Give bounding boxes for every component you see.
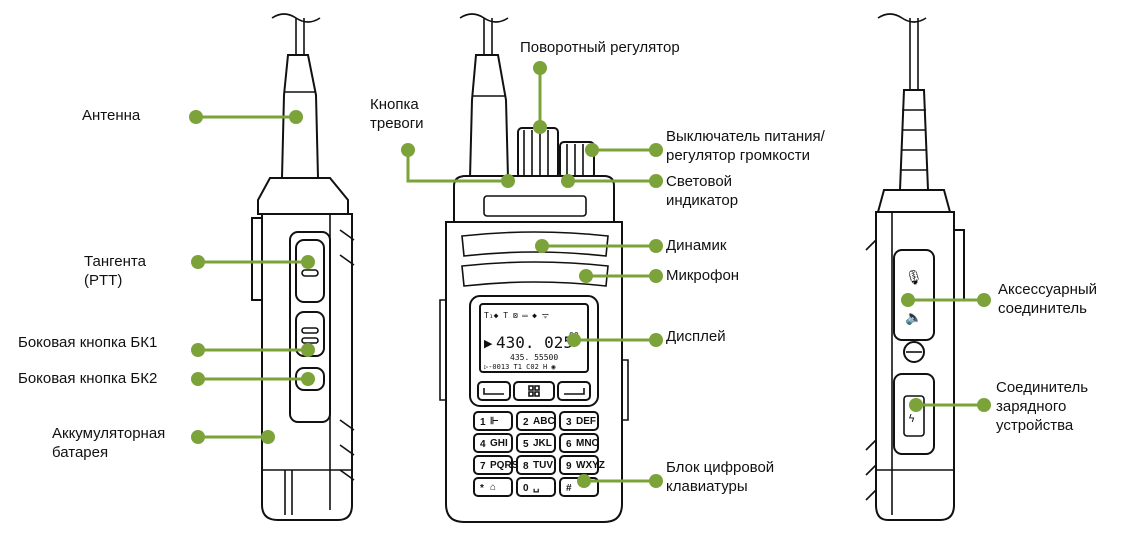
keypad-key-label: 5 (523, 439, 529, 450)
keypad-key-label: 4 (480, 439, 486, 450)
radio-front-view: T₁◆ T ⊠ ▭ ◆ ᯤ ▶ 430. 025 00 435. 55500 ▷… (439, 13, 629, 523)
keypad-key-sublabel: WXYZ (576, 460, 605, 471)
keypad-key-1[interactable] (473, 411, 513, 431)
label-ptt: Тангента (PTT) (84, 252, 146, 290)
label-charger-line2: зарядного (996, 398, 1067, 415)
keypad-key-7[interactable] (473, 455, 513, 475)
keypad-key-label: 8 (523, 461, 529, 472)
keypad-key-sublabel: ␣ (533, 482, 539, 493)
screen-status-row: T₁◆ T ⊠ ▭ ◆ ᯤ (484, 311, 549, 320)
label-side-button-2: Боковая кнопка БК2 (18, 370, 158, 387)
label-battery-line1: Аккумуляторная (52, 425, 166, 442)
label-battery: Аккумуляторная батарея (52, 424, 165, 462)
label-alarm-button: Кнопка тревоги (370, 95, 424, 133)
label-led-indicator: Световой индикатор (666, 172, 738, 210)
screen-sub-frequency: 435. 55500 (510, 353, 558, 362)
keypad-key-sublabel: GHI (490, 438, 508, 449)
label-power-line2: регулятор громкости (666, 147, 811, 164)
label-alarm-line1: Кнопка (370, 96, 419, 113)
microphone-icon: 🎙 (905, 269, 923, 286)
keypad-key-sublabel: ⊩ (490, 416, 499, 427)
keypad-key-4[interactable] (473, 433, 513, 453)
label-accessory-connector: Аксессуарный соединитель (998, 280, 1097, 318)
keypad-key-label: 2 (523, 417, 529, 428)
keypad-key-sublabel: JKL (533, 438, 552, 449)
keypad-key-sublabel: TUV (533, 460, 553, 471)
radio-side-view-left (251, 13, 355, 521)
label-antenna: Антенна (82, 107, 141, 124)
label-led-line2: индикатор (666, 192, 739, 209)
softkey-right[interactable] (557, 381, 591, 401)
label-led-line1: Световой (666, 173, 733, 190)
keypad-key-9[interactable] (559, 455, 599, 475)
keypad-key-label: 0 (523, 483, 529, 494)
speaker-icon: 🔈 (905, 310, 922, 326)
keypad-key-star[interactable] (473, 477, 513, 497)
label-ptt-line1: Тангента (84, 253, 146, 270)
label-power-line1: Выключатель питания/ (666, 128, 825, 145)
label-charger-line1: Соединитель (996, 379, 1089, 396)
callout-lines (189, 61, 991, 488)
lightning-icon: ϟ (908, 412, 915, 425)
label-power-volume: Выключатель питания/ регулятор громкости (666, 127, 825, 165)
keypad-key-label: 1 (480, 417, 486, 428)
label-charger-line3: устройства (996, 417, 1074, 434)
label-keypad-line2: клавиатуры (666, 478, 748, 495)
svg-text:▶: ▶ (484, 337, 493, 350)
label-microphone: Микрофон (666, 267, 740, 284)
antenna-right (898, 89, 930, 191)
label-speaker: Динамик (666, 237, 727, 254)
keypad-key-label: 9 (566, 461, 572, 472)
keypad-key-sublabel: ABC (533, 416, 555, 427)
keypad-key-8[interactable] (516, 455, 556, 475)
ptt-button[interactable] (295, 239, 325, 303)
screen-bottom-row: ▷-0013 T1 C02 H ◉ (484, 363, 556, 371)
label-accessory-line2: соединитель (998, 300, 1087, 317)
menu-key[interactable] (513, 381, 555, 401)
label-accessory-line1: Аксессуарный (998, 281, 1098, 298)
antenna-collar (257, 177, 349, 215)
accessory-connector-cover[interactable] (893, 249, 935, 341)
keypad-key-5[interactable] (516, 433, 556, 453)
keypad-key-label: 6 (566, 439, 572, 450)
keypad-key-sublabel: PQRS (490, 460, 519, 471)
keypad-key-6[interactable] (559, 433, 599, 453)
keypad: 1 ⊩ 2 ABC 3 DEF 4 GHI 5 JKL 6 MNO 7 PQRS 8 TUV 9 WXYZ * ⌂ 0 ␣… (473, 411, 605, 497)
radio-side-view-right: 🎙 🔈 ϟ (865, 13, 965, 521)
label-keypad-line1: Блок цифровой (666, 459, 775, 476)
softkey-left[interactable] (477, 381, 511, 401)
antenna-front (468, 54, 510, 179)
screen-main-frequency: 430. 025 (496, 333, 573, 352)
keypad-key-0[interactable] (516, 477, 556, 497)
keypad-key-3[interactable] (559, 411, 599, 431)
display-screen (479, 303, 589, 373)
label-side-button-1: Боковая кнопка БК1 (18, 334, 158, 351)
keypad-key-label: # (566, 483, 572, 494)
keypad-key-label: 7 (480, 461, 486, 472)
keypad-key-sublabel: ⌂ (490, 482, 496, 493)
keypad-key-2[interactable] (516, 411, 556, 431)
label-charger-connector: Соединитель зарядного устройства (996, 378, 1088, 435)
label-display: Дисплей (666, 328, 726, 345)
label-rotary-knob: Поворотный регулятор (520, 39, 680, 56)
keypad-key-sublabel: MNO (576, 438, 600, 449)
top-cap (453, 175, 615, 223)
label-alarm-line2: тревоги (370, 115, 424, 132)
keypad-key-label: 3 (566, 417, 572, 428)
label-ptt-line2: (PTT) (84, 272, 123, 289)
keypad-key-label: * (480, 483, 484, 494)
label-keypad: Блок цифровой клавиатуры (666, 458, 774, 496)
label-battery-line2: батарея (52, 444, 109, 461)
keypad-key-sublabel: DEF (576, 416, 596, 427)
